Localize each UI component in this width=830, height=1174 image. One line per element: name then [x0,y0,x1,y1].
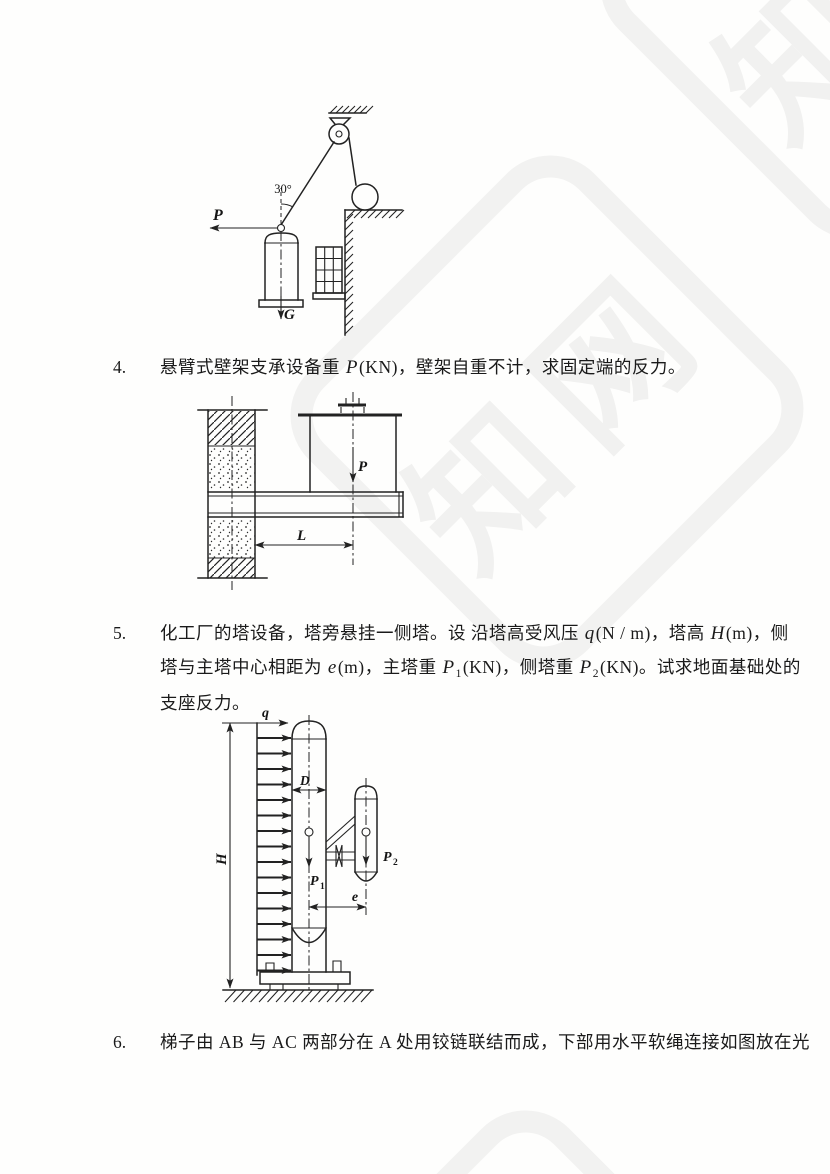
force-p-arrow: P [209,207,277,232]
problem-5-number: 5. [113,623,127,643]
winch-drum [351,183,379,211]
weight-p1-subscript: 1 [320,882,325,892]
equipment-vessel [298,392,402,565]
weight-p1-label: P [310,874,319,889]
dimension-l-label: L [296,528,306,544]
main-tower: D P 1 [290,715,328,993]
cantilever-beam [207,491,404,518]
problem-4: 4. 悬臂式壁架支承设备重 P(KN)，壁架自重不计，求固定端的反力。 [113,351,686,385]
height-h-label: H [214,852,230,866]
connecting-brackets [325,815,356,868]
wind-q-label: q [262,706,269,721]
rope [279,137,357,227]
masonry-wall [197,396,268,590]
problem-6: 6. 梯子由 AB 与 AC 两部分在 A 处用铰链联结而成，下部用水平软绳连接… [113,1026,810,1059]
problem-4-line: 悬臂式壁架支承设备重 P(KN)，壁架自重不计，求固定端的反力。 [160,357,686,378]
wind-load: q [222,706,292,976]
problem-5-line: 支座反力。 [160,692,250,713]
side-tower: P 2 [353,778,398,915]
figure-wall-bracket: P L [197,392,404,590]
grid-block [312,246,346,300]
dimension-l: L [254,528,354,549]
wall-and-ledge [344,209,405,336]
problem-5: 5. 化工厂的塔设备，塔旁悬挂一侧塔。设 沿塔高受风压 q(N / m)，塔高 … [113,617,801,719]
diameter-d-label: D [299,773,310,788]
watermark-stamp: 知网 [239,1084,805,1174]
problem-6-number: 6. [113,1032,127,1052]
problem-5-text: 化工厂的塔设备，塔旁悬挂一侧塔。设 沿塔高受风压 q(N / m)，塔高 H(m… [160,617,801,719]
problem-5-line: 塔与主塔中心相距为 e(m)，主塔重 P1(KN)，侧塔重 P2(KN)。试求地… [160,656,801,680]
eccentricity-e-label: e [352,890,358,905]
ceiling-support [328,105,374,131]
problem-5-line: 化工厂的塔设备，塔旁悬挂一侧塔。设 沿塔高受风压 q(N / m)，塔高 H(m… [160,623,789,644]
weight-p2-subscript: 2 [393,858,398,868]
problem-6-text: 梯子由 AB 与 AC 两部分在 A 处用铰链联结而成，下部用水平软绳连接如图放… [160,1026,810,1059]
pulley [328,123,350,145]
problem-4-text: 悬臂式壁架支承设备重 P(KN)，壁架自重不计，求固定端的反力。 [160,351,686,385]
angle-annotation: 30° [274,182,294,224]
force-p-arrow: P [349,447,368,483]
figure-pulley-hoist: 30° P G [209,105,405,336]
force-p-label: P [212,207,223,224]
foundation [222,960,374,1003]
dimension-e: e [308,890,367,911]
force-p-label: P [358,459,368,475]
dimension-h: H [214,722,234,989]
problem-4-number: 4. [113,357,127,377]
weight-p2-label: P [383,850,392,865]
weight-g-label: G [284,307,295,323]
figure-tower: H q [214,706,398,1003]
hanging-vessel: G [258,223,304,323]
angle-label: 30° [274,182,292,196]
problem-6-line: 梯子由 AB 与 AC 两部分在 A 处用铰链联结而成，下部用水平软绳连接如图放… [160,1032,811,1052]
